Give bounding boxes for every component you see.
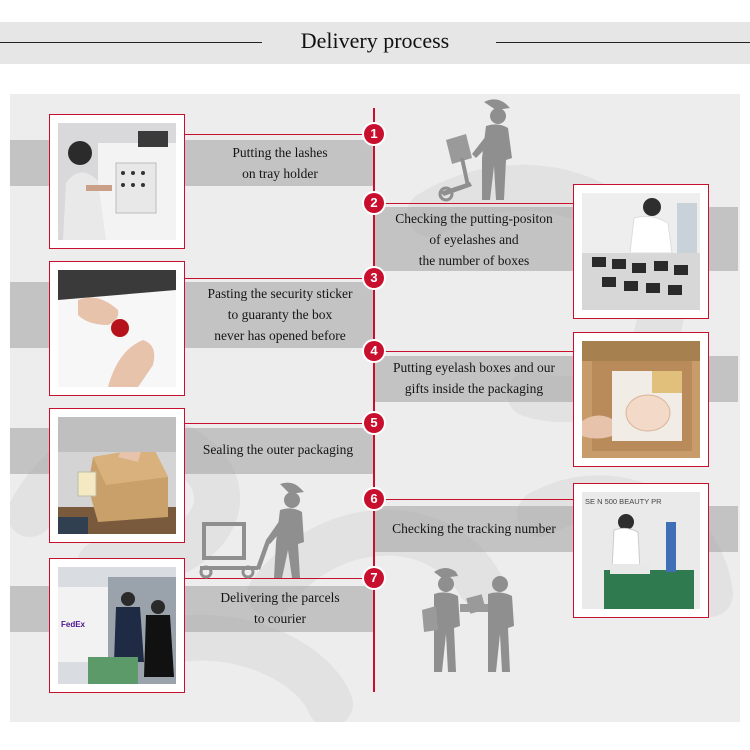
beauty-sign-text: SE N 500 BEAUTY PR	[585, 497, 662, 506]
step-1-line-1: Putting the lashes	[232, 145, 328, 160]
packing-gifts-scene	[582, 341, 700, 458]
step-3-line-1: Pasting the security sticker	[207, 286, 353, 301]
lash-tray-scene	[58, 123, 176, 240]
step-5-photo	[49, 408, 185, 543]
step-2-line-2: of eyelashes and	[429, 232, 519, 247]
step-7-photo: FedEx	[49, 558, 185, 693]
step-4-number: 4	[364, 341, 384, 361]
step-6-connector	[375, 499, 573, 500]
step-3-photo	[49, 261, 185, 396]
checking-boxes-scene	[582, 193, 700, 310]
header-rule-left	[0, 42, 262, 43]
step-7-label: Delivering the parcels to courier	[190, 587, 370, 629]
step-7-line-2: to courier	[253, 611, 307, 626]
step-1-connector	[183, 134, 373, 135]
step-2-photo	[573, 184, 709, 319]
step-2-line-3: the number of boxes	[418, 253, 530, 268]
step-5-line-1: Sealing the outer packaging	[202, 442, 354, 457]
step-4-line-2: gifts inside the packaging	[404, 381, 544, 396]
step-6-label: Checking the tracking number	[378, 518, 570, 539]
step-7-number: 7	[364, 568, 384, 588]
step-6-number: 6	[364, 489, 384, 509]
step-2-number: 2	[364, 193, 384, 213]
step-1-number: 1	[364, 124, 384, 144]
step-5-connector	[183, 423, 373, 424]
header-rule-right	[496, 42, 750, 43]
step-1-photo	[49, 114, 185, 249]
step-3-line-3: never has opened before	[214, 328, 346, 343]
parcel-handover-icon	[422, 568, 514, 672]
step-3-number: 3	[364, 268, 384, 288]
header-title-bg	[262, 26, 494, 60]
step-1-label: Putting the lashes on tray holder	[190, 142, 370, 184]
delivery-worker-cart-icon	[199, 482, 304, 579]
step-2-label: Checking the putting-positon of eyelashe…	[378, 208, 570, 271]
step-3-line-2: to guaranty the box	[227, 307, 333, 322]
courier-handover-scene: FedEx	[58, 567, 176, 684]
step-4-line-1: Putting eyelash boxes and our	[393, 360, 555, 375]
step-3-connector	[183, 278, 373, 279]
step-6-photo: SE N 500 BEAUTY PR	[573, 483, 709, 618]
step-4-connector	[375, 351, 573, 352]
step-2-connector	[375, 203, 573, 204]
fedex-van-text: FedEx	[61, 620, 86, 629]
step-5-label: Sealing the outer packaging	[186, 439, 370, 460]
page-title: Delivery process	[300, 28, 450, 53]
step-4-label: Putting eyelash boxes and our gifts insi…	[378, 357, 570, 399]
step-2-line-1: Checking the putting-positon	[395, 211, 553, 226]
timeline-line	[373, 108, 375, 692]
step-6-line-1: Checking the tracking number	[392, 521, 556, 536]
step-7-line-1: Delivering the parcels	[220, 590, 340, 605]
step-1-line-2: on tray holder	[242, 166, 318, 181]
tracking-check-scene: SE N 500 BEAUTY PR	[582, 492, 700, 609]
sealing-box-scene	[58, 417, 176, 534]
step-5-number: 5	[364, 413, 384, 433]
security-sticker-scene	[58, 270, 176, 387]
step-7-connector	[183, 578, 373, 579]
step-4-photo	[573, 332, 709, 467]
step-3-label: Pasting the security sticker to guaranty…	[190, 283, 370, 346]
delivery-worker-hand-truck-icon	[438, 99, 512, 202]
